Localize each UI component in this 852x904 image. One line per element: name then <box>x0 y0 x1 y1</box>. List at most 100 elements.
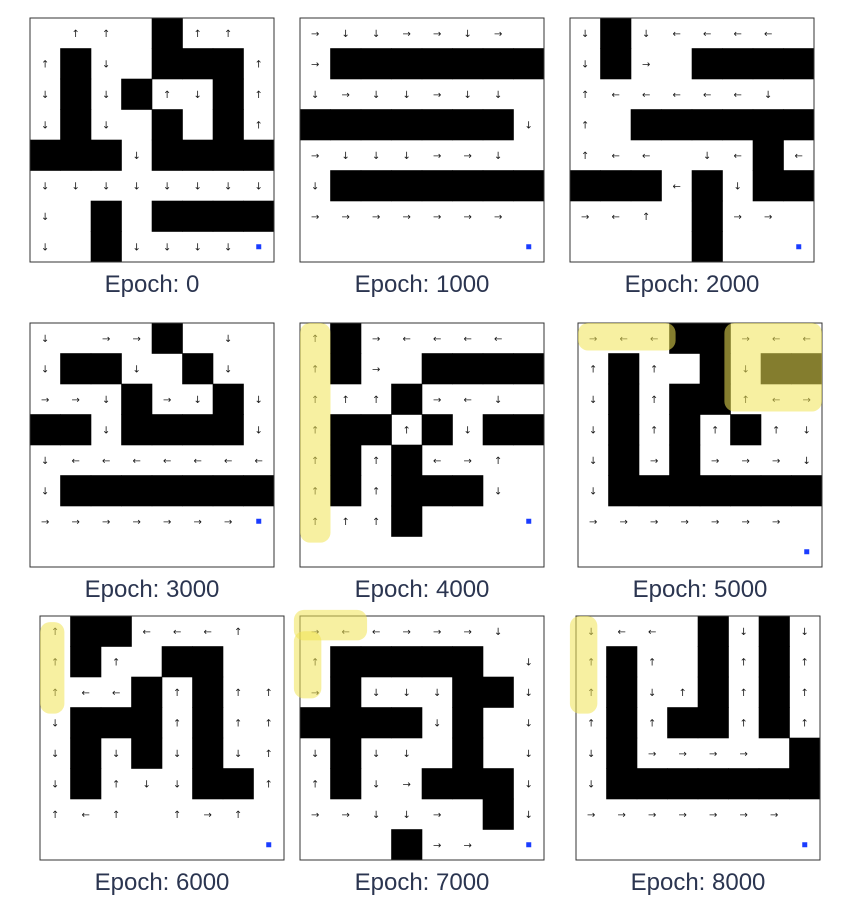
wall-cell <box>608 383 640 415</box>
wall-cell <box>60 109 92 141</box>
wall-cell <box>789 737 821 769</box>
policy-arrow-right: → <box>772 517 780 528</box>
policy-arrow-right: → <box>742 517 750 528</box>
policy-arrow-down: ↓ <box>133 364 141 375</box>
policy-arrow-down: ↓ <box>372 151 380 162</box>
wall-cell <box>606 737 638 769</box>
wall-cell <box>212 139 244 171</box>
wall-cell <box>758 646 790 678</box>
policy-arrow-down: ↓ <box>403 90 411 101</box>
goal-marker <box>804 549 810 555</box>
policy-arrow-right: → <box>679 749 687 760</box>
policy-arrow-down: ↓ <box>255 425 263 436</box>
policy-arrow-down: ↓ <box>102 395 110 406</box>
policy-arrow-up: ↑ <box>711 425 719 436</box>
policy-arrow-up: ↑ <box>255 59 263 70</box>
policy-arrow-up: ↑ <box>173 718 181 729</box>
policy-arrow-right: → <box>681 517 689 528</box>
policy-arrow-up: ↑ <box>194 29 202 40</box>
policy-arrow-up: ↑ <box>740 688 748 699</box>
wall-cell <box>513 414 545 446</box>
policy-arrow-down: ↓ <box>372 29 380 40</box>
policy-arrow-left: ← <box>173 627 181 638</box>
wall-cell <box>608 353 640 385</box>
policy-arrow-down: ↓ <box>255 181 263 192</box>
wall-cell <box>391 646 423 678</box>
highlighter-mark <box>293 631 322 699</box>
policy-arrow-down: ↓ <box>648 688 656 699</box>
wall-cell <box>192 737 224 769</box>
policy-arrow-right: → <box>163 395 171 406</box>
wall-cell <box>452 109 484 141</box>
policy-arrow-right: → <box>163 517 171 528</box>
policy-arrow-down: ↓ <box>51 779 59 790</box>
wall-cell <box>482 676 514 708</box>
wall-cell <box>608 475 640 507</box>
wall-cell <box>669 383 701 415</box>
wall-cell <box>697 646 729 678</box>
policy-arrow-up: ↑ <box>372 456 380 467</box>
wall-cell <box>421 170 453 202</box>
wall-cell <box>330 322 362 354</box>
policy-arrow-up: ↑ <box>642 212 650 223</box>
policy-arrow-up: ↑ <box>772 425 780 436</box>
policy-arrow-right: → <box>372 364 380 375</box>
wall-cell <box>421 109 453 141</box>
policy-arrow-right: → <box>342 810 350 821</box>
policy-arrow-right: → <box>194 517 202 528</box>
wall-cell <box>330 414 362 446</box>
policy-arrow-up: ↑ <box>403 425 411 436</box>
policy-arrow-down: ↓ <box>194 181 202 192</box>
policy-arrow-left: ← <box>163 456 171 467</box>
policy-arrow-left: ← <box>734 90 742 101</box>
policy-arrow-left: ← <box>433 334 441 345</box>
policy-arrow-down: ↓ <box>224 181 232 192</box>
wall-cell <box>121 78 153 110</box>
wall-cell <box>70 615 102 647</box>
policy-arrow-down: ↓ <box>133 181 141 192</box>
wall-cell <box>131 676 163 708</box>
maze-frame <box>29 322 275 568</box>
wall-cell <box>421 768 453 800</box>
policy-arrow-left: ← <box>433 456 441 467</box>
policy-arrow-down: ↓ <box>589 425 597 436</box>
wall-cell <box>330 737 362 769</box>
wall-cell <box>728 768 760 800</box>
wall-cell <box>730 475 762 507</box>
policy-arrow-left: ← <box>194 456 202 467</box>
wall-cell <box>29 414 61 446</box>
wall-cell <box>192 676 224 708</box>
policy-arrow-down: ↓ <box>112 749 120 760</box>
policy-arrow-down: ↓ <box>581 59 589 70</box>
policy-arrow-down: ↓ <box>525 688 533 699</box>
policy-arrow-up: ↑ <box>801 718 809 729</box>
wall-cell <box>90 353 122 385</box>
policy-arrow-down: ↓ <box>102 425 110 436</box>
wall-cell <box>783 170 815 202</box>
policy-arrow-down: ↓ <box>224 364 232 375</box>
maze-frame <box>29 17 275 263</box>
wall-cell <box>151 475 183 507</box>
wall-cell <box>482 353 514 385</box>
policy-arrow-down: ↓ <box>372 749 380 760</box>
wall-cell <box>758 615 790 647</box>
policy-arrow-right: → <box>311 151 319 162</box>
highlighter-mark <box>40 622 65 714</box>
wall-cell <box>192 707 224 739</box>
maze-frame <box>39 615 285 861</box>
policy-arrow-up: ↑ <box>372 517 380 528</box>
wall-cell <box>131 707 163 739</box>
wall-cell <box>90 139 122 171</box>
epoch-caption: Epoch: 4000 <box>355 576 490 603</box>
policy-arrow-down: ↓ <box>372 779 380 790</box>
wall-cell <box>752 109 784 141</box>
policy-arrow-left: ← <box>703 29 711 40</box>
wall-cell <box>452 353 484 385</box>
wall-cell <box>630 170 662 202</box>
policy-arrow-down: ↓ <box>494 486 502 497</box>
policy-arrow-left: ← <box>403 334 411 345</box>
policy-arrow-down: ↓ <box>194 242 202 253</box>
wall-cell <box>60 414 92 446</box>
wall-cell <box>330 48 362 80</box>
policy-arrow-right: → <box>620 517 628 528</box>
